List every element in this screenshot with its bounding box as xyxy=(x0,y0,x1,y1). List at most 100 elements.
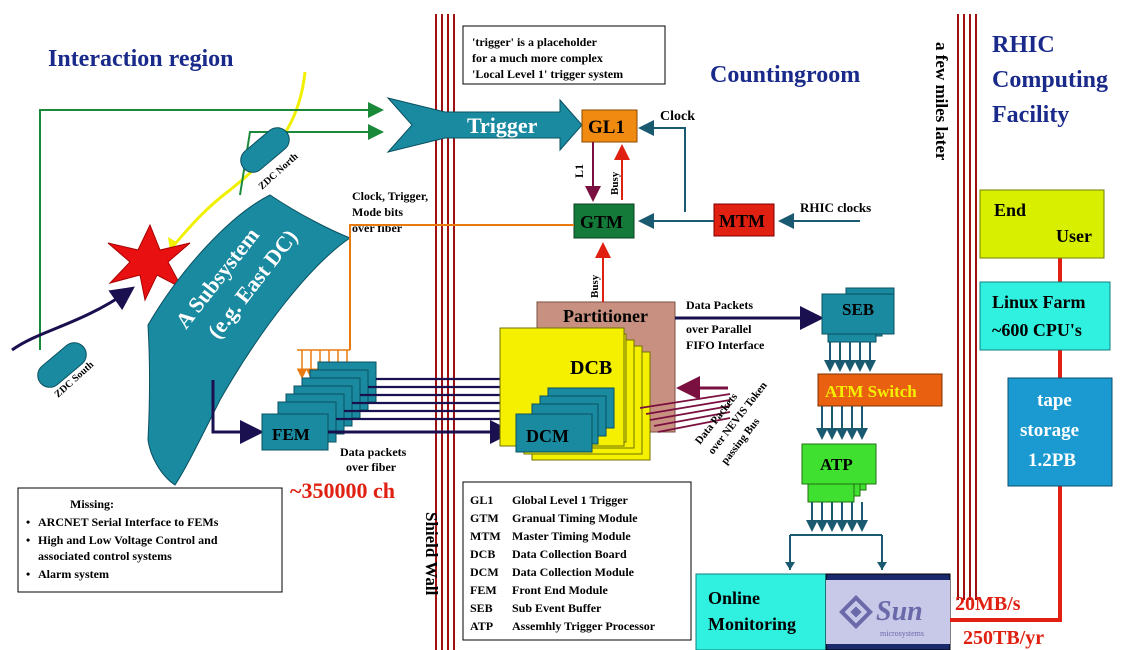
rate-label: 20MB/s xyxy=(955,593,1021,615)
legend-desc: Front End Module xyxy=(512,583,608,597)
gl1-box xyxy=(581,109,638,143)
fem-label: FEM xyxy=(272,425,310,444)
yearly-label: 250TB/yr xyxy=(963,627,1044,649)
beam-line xyxy=(168,71,307,251)
rhic-title-2: Computing xyxy=(992,67,1108,93)
missing-item-4: Alarm system xyxy=(38,567,109,581)
atm-switch-box xyxy=(817,373,943,407)
missing-box xyxy=(17,487,283,593)
legend-desc: Sub Event Buffer xyxy=(512,601,602,615)
countingroom-title: Countingroom xyxy=(710,62,860,88)
mtm-label: MTM xyxy=(719,211,765,231)
linux-2: ~600 CPU's xyxy=(992,320,1082,340)
gl1-label: GL1 xyxy=(588,117,625,138)
busy-label-1: Busy xyxy=(609,171,621,195)
legend-abbr: GL1 xyxy=(470,493,493,507)
note-line-1: 'trigger' is a placeholder xyxy=(472,35,598,49)
note-box xyxy=(462,25,666,85)
clock-trigger-3: over fiber xyxy=(352,221,403,235)
online-label-2: Monitoring xyxy=(708,614,796,634)
seb-label: SEB xyxy=(842,300,874,319)
note-line-2: for a much more complex xyxy=(472,51,603,65)
fem-dcm-lines xyxy=(336,377,510,421)
trigger-label: Trigger xyxy=(467,113,538,138)
zdc-north-trigger-line xyxy=(239,124,384,196)
legend-desc: Master Timing Module xyxy=(512,529,631,543)
sun-sub-label: microsystems xyxy=(880,629,924,638)
legend-desc: Assemhly Trigger Processor xyxy=(512,619,656,633)
miles-label: a few miles later xyxy=(932,42,951,161)
gtm-label: GTM xyxy=(580,212,623,232)
trigger-arrow xyxy=(386,97,583,153)
seb-atm-arrows xyxy=(824,342,876,372)
missing-item-3: associated control systems xyxy=(38,549,172,563)
legend-box xyxy=(462,481,692,641)
legend-abbr: DCM xyxy=(470,565,499,579)
clock-trigger-1: Clock, Trigger, xyxy=(352,189,428,203)
legend-desc: Global Level 1 Trigger xyxy=(512,493,629,507)
note-line-3: 'Local Level 1' trigger system xyxy=(472,67,623,81)
legend-abbr: DCB xyxy=(470,547,495,561)
sun-label: Sun xyxy=(876,596,923,627)
rhic-title-3: Facility xyxy=(992,102,1069,128)
legend-desc: Data Collection Board xyxy=(512,547,627,561)
tape-1: tape xyxy=(1037,390,1072,411)
miles-wall xyxy=(957,14,977,600)
linux-farm-box xyxy=(979,281,1111,351)
dcm-label: DCM xyxy=(526,426,569,446)
online-label-1: Online xyxy=(708,588,760,608)
legend-abbr: FEM xyxy=(470,583,497,597)
missing-item-1: ARCNET Serial Interface to FEMs xyxy=(38,515,219,529)
subsystem-shape xyxy=(147,194,352,486)
end-user-2: User xyxy=(1056,226,1092,246)
rhic-clocks-label: RHIC clocks xyxy=(800,200,871,215)
legend-abbr: MTM xyxy=(470,529,501,543)
clock-line xyxy=(638,120,686,212)
rhic-title-1: RHIC xyxy=(992,32,1055,58)
legend-desc: Granual Timing Module xyxy=(512,511,638,525)
atm-switch-label: ATM Switch xyxy=(825,382,917,401)
legend-rows: GL1 Global Level 1 Trigger GTM Granual T… xyxy=(470,493,656,633)
tape-storage-box xyxy=(1007,377,1113,487)
tape-3: 1.2PB xyxy=(1028,450,1076,471)
missing-bullet-3: • xyxy=(26,567,30,581)
gtm-box xyxy=(573,203,635,239)
dcm-stack xyxy=(515,387,615,453)
tape-2: storage xyxy=(1020,420,1079,441)
parallel-2: over Parallel xyxy=(686,322,752,336)
interaction-region-title: Interaction region xyxy=(48,46,234,72)
missing-title: Missing: xyxy=(70,497,114,511)
busy-label-2: Busy xyxy=(589,274,601,298)
linux-1: Linux Farm xyxy=(992,292,1086,312)
atp-label: ATP xyxy=(820,455,853,474)
atm-atp-arrows xyxy=(816,406,868,440)
data-packets-fiber-2: over fiber xyxy=(346,460,397,474)
parallel-1: Data Packets xyxy=(686,298,753,312)
partitioner-label: Partitioner xyxy=(563,306,648,326)
legend-abbr: SEB xyxy=(470,601,493,615)
seb-stack xyxy=(821,287,895,343)
nevis-lines xyxy=(639,393,731,433)
navy-beam-line xyxy=(11,286,135,352)
dcb-label: DCB xyxy=(570,357,612,379)
legend-abbr: GTM xyxy=(470,511,499,525)
missing-item-2: High and Low Voltage Control and xyxy=(38,533,218,547)
channels-label: ~350000 ch xyxy=(290,478,395,503)
end-user-box xyxy=(979,189,1105,259)
clock-trigger-2: Mode bits xyxy=(352,205,403,219)
clock-label: Clock xyxy=(660,109,695,124)
legend-desc: Data Collection Module xyxy=(512,565,635,579)
split-to-online xyxy=(789,534,883,570)
missing-bullet-2: • xyxy=(26,533,30,547)
atp-down-arrows xyxy=(806,502,868,532)
orange-fiber-line xyxy=(349,224,574,350)
data-packets-fiber-1: Data packets xyxy=(340,445,407,459)
shield-wall-label: Shield Wall xyxy=(422,512,441,596)
l1-label: L1 xyxy=(572,164,586,178)
missing-bullet-1: • xyxy=(26,515,30,529)
end-user-1: End xyxy=(994,200,1026,220)
zdc-south-trigger-line xyxy=(39,102,384,350)
zdc-south-icon xyxy=(37,342,87,388)
zdc-north-icon xyxy=(240,127,290,173)
